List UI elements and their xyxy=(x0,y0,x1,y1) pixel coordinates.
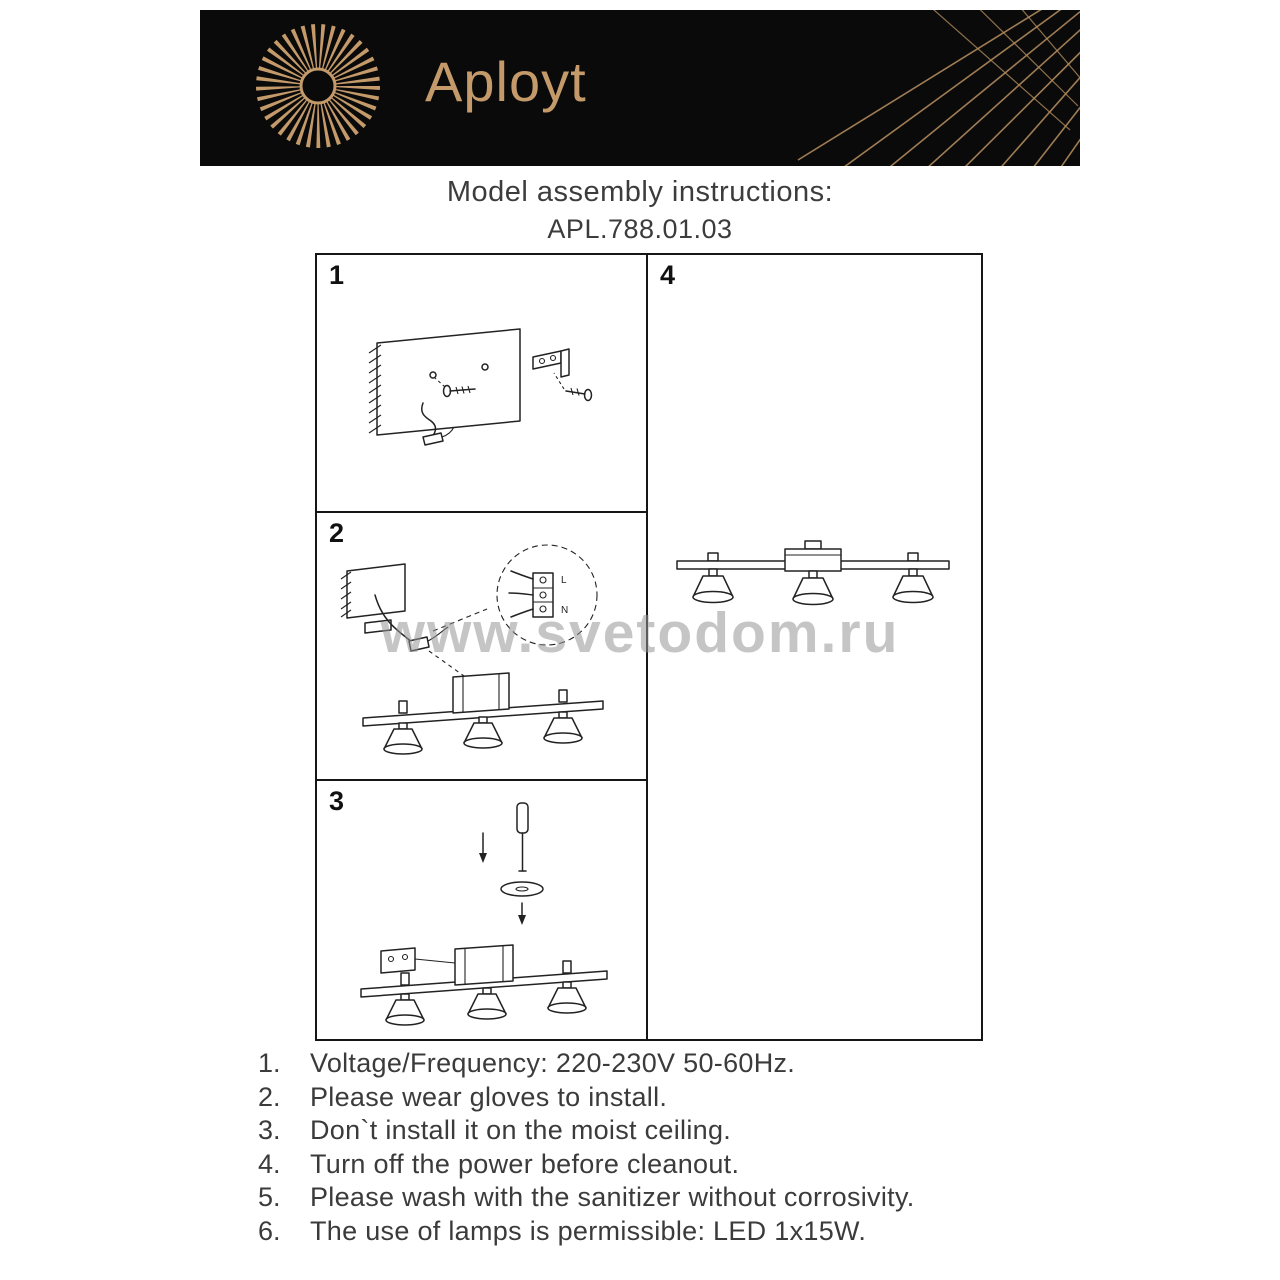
step-number: 4 xyxy=(660,260,676,290)
step-number: 2 xyxy=(329,518,345,548)
instruction-item: 3. Don`t install it on the moist ceiling… xyxy=(258,1114,915,1148)
instruction-item: 2. Please wear gloves to install. xyxy=(258,1081,915,1115)
instruction-text: Please wear gloves to install. xyxy=(310,1081,668,1112)
light-bar xyxy=(676,540,950,606)
sunburst-rays-decoration xyxy=(256,10,1080,166)
instructions-list: 1. Voltage/Frequency: 220-230V 50-60Hz. … xyxy=(258,1047,915,1248)
instruction-number: 1. xyxy=(258,1048,281,1078)
wiring-detail-illustration: L N xyxy=(325,531,637,773)
wall-plate xyxy=(380,947,456,974)
wire-label-N: N xyxy=(561,605,568,616)
wall-mount-illustration xyxy=(335,303,630,498)
canopy-cover xyxy=(500,881,544,897)
ray-fan-decoration xyxy=(797,10,1080,166)
mounting-bracket xyxy=(532,348,570,378)
screwdriver-icon xyxy=(516,802,529,872)
brand-logo-text: Aployt xyxy=(425,50,587,113)
wire-with-connector xyxy=(374,594,488,652)
instruction-item: 5. Please wash with the sanitizer withou… xyxy=(258,1181,915,1215)
hanging-wire xyxy=(420,402,455,446)
instruction-text: Voltage/Frequency: 220-230V 50-60Hz. xyxy=(310,1048,796,1078)
instruction-number: 4. xyxy=(258,1148,281,1179)
instruction-text: The use of lamps is permissible: LED 1x1… xyxy=(310,1215,867,1246)
instruction-item: 6. The use of lamps is permissible: LED … xyxy=(258,1215,915,1249)
brand-banner: Aployt xyxy=(200,10,1080,166)
screws xyxy=(434,372,593,402)
wall-panel xyxy=(368,328,521,436)
sunburst-icon xyxy=(256,24,380,148)
wall-panel xyxy=(340,563,406,634)
step-panel-2: 2 xyxy=(317,513,648,781)
instruction-number: 6. xyxy=(258,1215,281,1246)
light-bar xyxy=(360,944,608,1026)
instruction-number: 2. xyxy=(258,1081,281,1112)
instruction-item: 1. Voltage/Frequency: 220-230V 50-60Hz. xyxy=(258,1047,915,1081)
model-number: APL.788.01.03 xyxy=(547,214,733,244)
instruction-text: Don`t install it on the moist ceiling. xyxy=(310,1115,732,1145)
instruction-number: 5. xyxy=(258,1182,281,1212)
step-number: 3 xyxy=(329,786,345,816)
instruction-text: Turn off the power before cleanout. xyxy=(310,1148,740,1179)
step-panel-4: 4 xyxy=(648,255,981,1039)
instruction-item: 4. Turn off the power before cleanout. xyxy=(258,1148,915,1182)
step-number: 1 xyxy=(329,260,345,290)
instruction-text: Please wash with the sanitizer without c… xyxy=(310,1182,915,1212)
steps-grid: 1 xyxy=(315,253,983,1041)
step-panel-3: 3 xyxy=(317,781,648,1039)
light-bar xyxy=(362,650,604,755)
detail-circle: L N xyxy=(496,544,598,646)
assembled-fixture-illustration xyxy=(663,527,965,625)
screwdriver-assembly-illustration xyxy=(325,797,637,1035)
wire-label-L: L xyxy=(561,575,567,586)
step-panel-1: 1 xyxy=(317,255,648,513)
page-title: Model assembly instructions: xyxy=(446,176,834,208)
instruction-number: 3. xyxy=(258,1115,281,1145)
down-arrows xyxy=(479,832,526,925)
watermark: www.svetodom.ru xyxy=(380,601,900,665)
